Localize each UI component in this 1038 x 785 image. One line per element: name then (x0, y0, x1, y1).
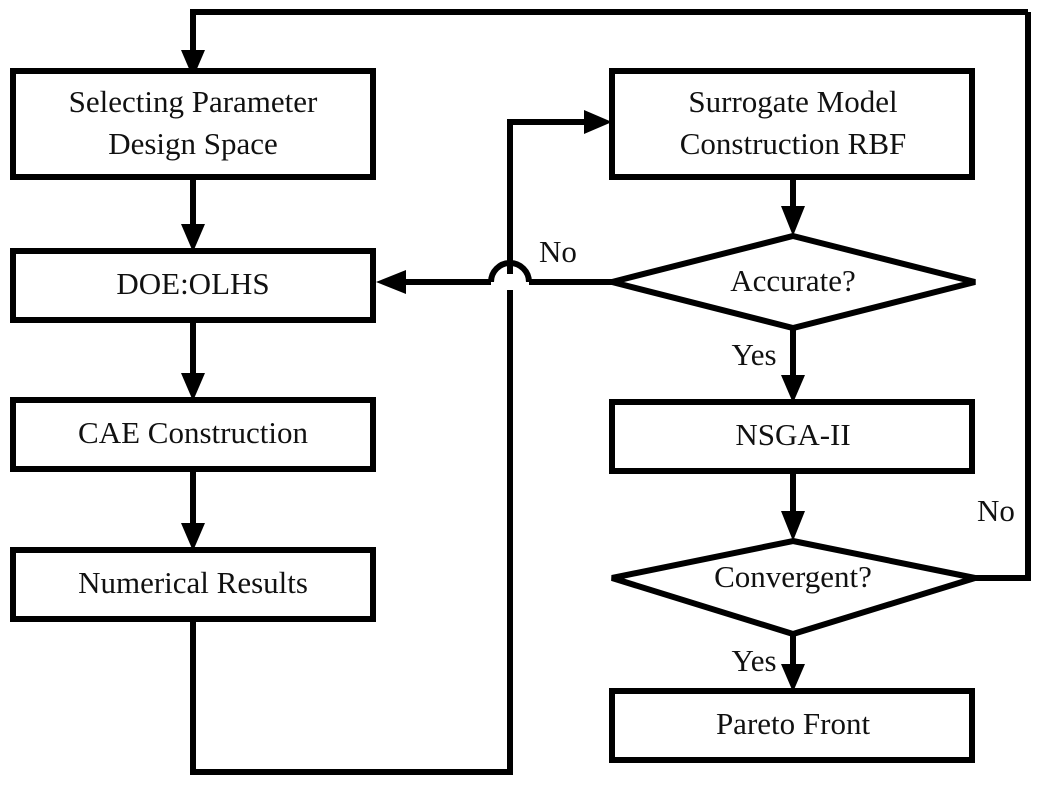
arrow-head-into-doe-from-no (376, 270, 406, 294)
node-box-numerical-results[interactable] (10, 547, 376, 622)
node-pareto-front[interactable]: Pareto Front (609, 688, 975, 763)
node-surrogate-model-construction-rbf[interactable]: Surrogate Model Construction RBF (609, 68, 975, 180)
node-label-doe-olhs: DOE:OLHS (116, 266, 269, 301)
node-box-cae-construction[interactable] (10, 397, 376, 472)
edge-numerical-results-to-surrogate-upper (507, 119, 596, 274)
node-label-convergent: Convergent? (714, 559, 872, 594)
node-box-surrogate-model-construction-rbf[interactable] (609, 68, 975, 180)
node-numerical-results[interactable]: Numerical Results (10, 547, 376, 622)
edge-convergent-no-to-selecting-parameter (190, 9, 1028, 62)
arrow-head-into-nsga (781, 375, 805, 403)
arrow-head-into-cae (181, 373, 205, 401)
arrow-head-into-convergent (781, 511, 805, 541)
arrow-head-into-accurate (781, 206, 805, 236)
arrow-head-into-pareto (781, 664, 805, 692)
node-box-pareto-front[interactable] (609, 688, 975, 763)
arrow-head-into-surrogate-model (584, 110, 612, 134)
node-label-accurate: Accurate? (730, 263, 856, 298)
edge-numerical-results-to-surrogate-lower (190, 290, 513, 775)
node-cae-construction[interactable]: CAE Construction (10, 397, 376, 472)
node-doe-olhs[interactable]: DOE:OLHS (10, 248, 376, 323)
node-label-pareto-front: Pareto Front (716, 706, 871, 741)
node-nsga-ii[interactable]: NSGA-II (609, 399, 975, 474)
node-label-surrogate-model-line2: Construction RBF (680, 126, 907, 161)
edge-convergent-no-right-rail (975, 12, 1031, 581)
node-box-selecting-parameter-design-space[interactable] (10, 68, 376, 180)
node-box-doe-olhs[interactable] (10, 248, 376, 323)
arrow-head-into-numerical-results (181, 523, 205, 551)
node-convergent-decision[interactable]: Convergent? (611, 537, 976, 638)
edge-hop-crossing (488, 260, 532, 283)
node-label-cae-construction: CAE Construction (78, 415, 308, 450)
edge-label-convergent-yes: Yes (731, 643, 776, 678)
arrow-head-into-selecting-parameter (181, 50, 205, 78)
arrow-head-into-doe (181, 224, 205, 252)
node-diamond-accurate[interactable] (611, 232, 976, 332)
edge-label-accurate-no: No (539, 234, 577, 269)
node-label-selecting-parameter-line2: Design Space (108, 126, 278, 161)
edge-label-convergent-no: No (977, 493, 1015, 528)
node-label-nsga-ii: NSGA-II (735, 417, 850, 452)
node-diamond-convergent[interactable] (611, 537, 976, 638)
node-accurate-decision[interactable]: Accurate? (611, 232, 976, 332)
node-box-nsga-ii[interactable] (609, 399, 975, 474)
node-label-numerical-results: Numerical Results (78, 565, 308, 600)
node-label-selecting-parameter-line1: Selecting Parameter (69, 84, 318, 119)
node-label-surrogate-model-line1: Surrogate Model (688, 84, 897, 119)
node-selecting-parameter-design-space[interactable]: Selecting Parameter Design Space (10, 68, 376, 180)
edge-label-accurate-yes: Yes (731, 337, 776, 372)
